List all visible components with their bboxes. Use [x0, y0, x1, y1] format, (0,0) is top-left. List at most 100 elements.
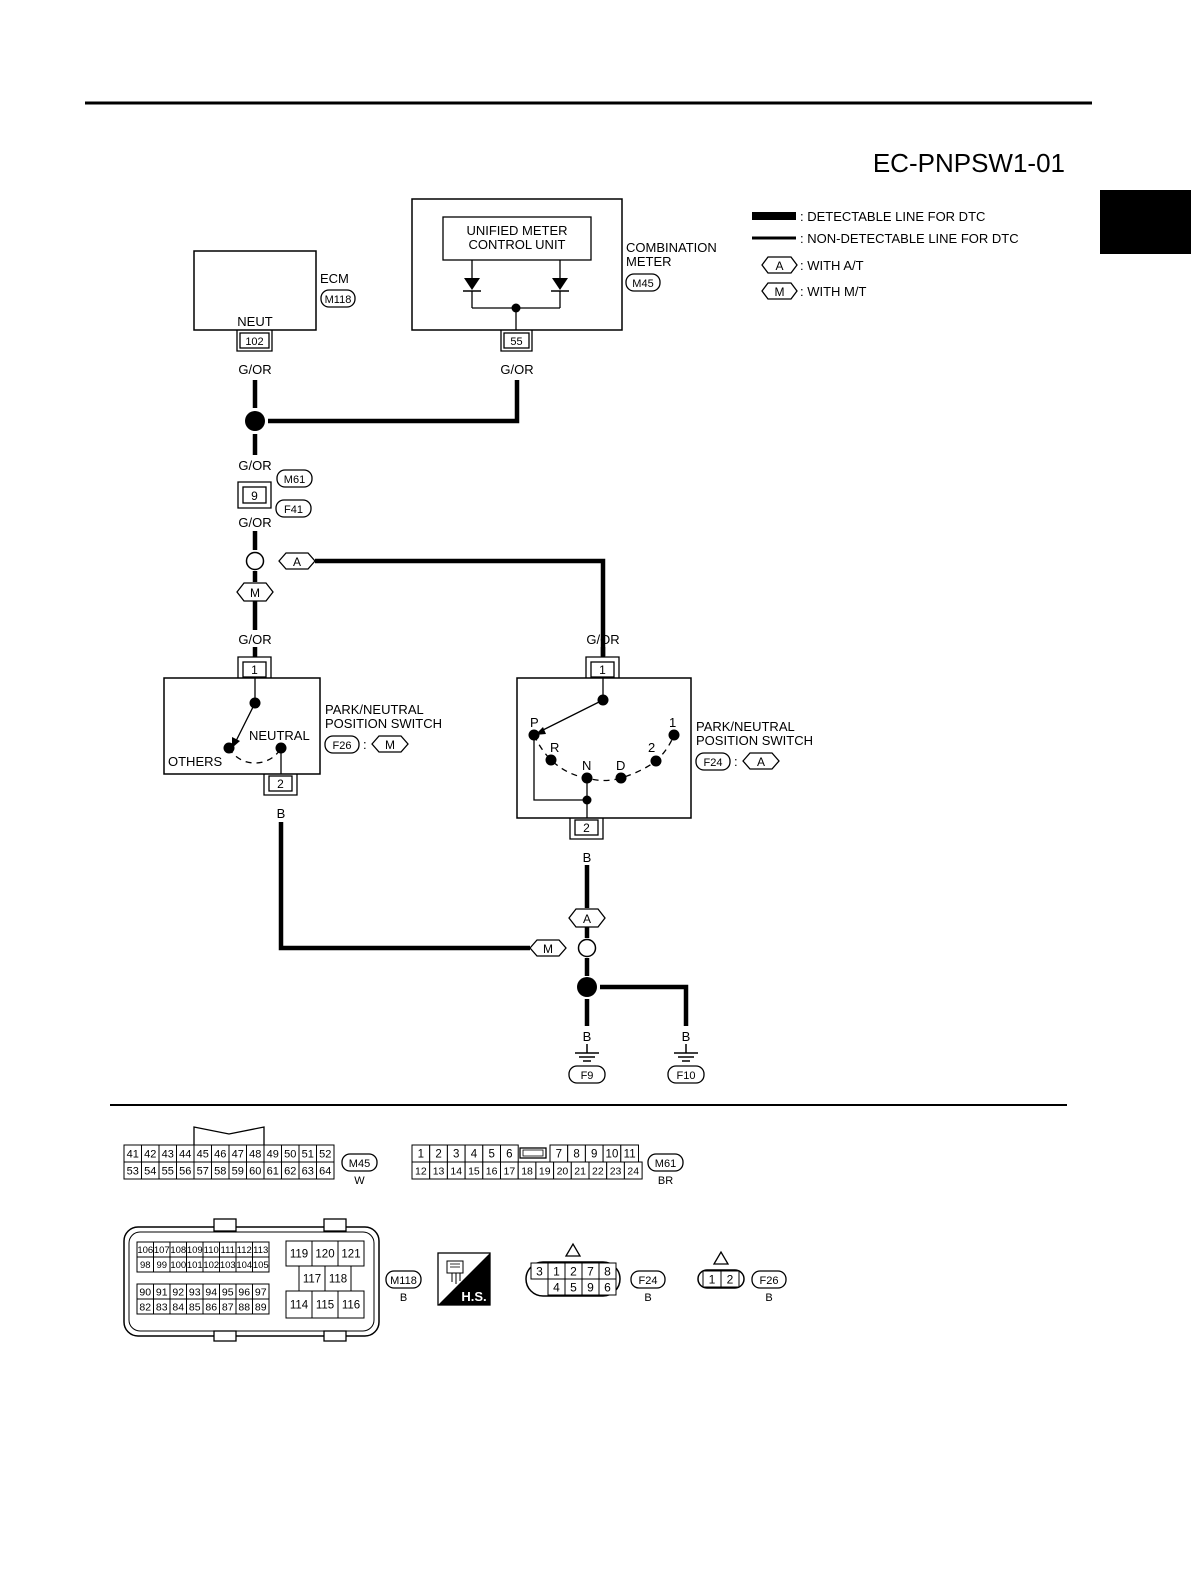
connector-pin-label: 17 — [504, 1165, 516, 1177]
connector-pin-label: 8 — [573, 1149, 579, 1161]
mt-terminal-out-number: 2 — [277, 777, 284, 791]
connector-pin-label: 46 — [214, 1148, 226, 1160]
connector-pin-label: 104 — [236, 1260, 252, 1271]
connector-pin-label: 102 — [203, 1260, 219, 1271]
at-switch-name-1: PARK/NEUTRAL — [696, 719, 795, 734]
f26-id-text: F26 — [760, 1275, 779, 1287]
connector-pin-label: 3 — [453, 1149, 459, 1161]
connector-pin-label: 9 — [587, 1280, 594, 1294]
connector-pin-label: 105 — [253, 1260, 269, 1271]
connector-pin-label: 1 — [553, 1264, 560, 1278]
connector-pin-label: 120 — [315, 1249, 334, 1261]
meter-connector-text: M45 — [632, 278, 653, 290]
mt-switch-variant-text: M — [385, 738, 395, 752]
mt-switch-name-2: POSITION SWITCH — [325, 716, 442, 731]
connector-pin-label: 94 — [205, 1286, 217, 1298]
at-terminal-out-number: 2 — [583, 821, 590, 835]
section-tab — [1100, 190, 1191, 254]
meter-name-2: METER — [626, 254, 672, 269]
mt-switch-connector-tag — [324, 735, 360, 754]
joint-connector: G/OR M61 9 F41 G/OR — [237, 458, 313, 530]
ecm-box — [193, 250, 317, 331]
mt-park-neutral-switch: G/OR 1 NEUTRAL OTHERS 2 B PARK/NEUTRAL P… — [163, 632, 442, 821]
connector-pin-label: 97 — [255, 1286, 267, 1298]
connector-pin-label: 59 — [232, 1165, 244, 1177]
at-pos-2-label: 2 — [648, 740, 655, 755]
mt-terminal-in-box — [242, 661, 267, 678]
meter-name-1: COMBINATION — [626, 240, 717, 255]
connector-pin-label: 18 — [521, 1165, 533, 1177]
joint-lower-connector-tag — [275, 499, 312, 518]
meter-box — [411, 198, 623, 331]
connector-pin-label: 85 — [189, 1301, 201, 1313]
connector-pin-label: 64 — [319, 1165, 331, 1177]
wire-color-joint-below: G/OR — [238, 515, 271, 530]
connector-pin-label: 89 — [255, 1301, 267, 1313]
mt-switch-name-1: PARK/NEUTRAL — [325, 702, 424, 717]
connector-pin-label: 49 — [267, 1148, 279, 1160]
meter-terminal-number: 55 — [510, 336, 522, 348]
at-switch-connector-tag — [695, 752, 731, 771]
connector-pin-label: 103 — [220, 1260, 236, 1271]
mt-variant-tag — [529, 939, 567, 957]
connector-pin-label: 4 — [471, 1149, 478, 1161]
wire-color-at-out: B — [583, 850, 592, 865]
ecm-terminal-name: NEUT — [237, 314, 272, 329]
m45-id-text: M45 — [349, 1158, 370, 1170]
harness-side-icon: H.S. — [437, 1252, 491, 1306]
ground-icon — [674, 1052, 698, 1062]
mt-neutral-label: NEUTRAL — [249, 728, 310, 743]
connector-pin-label: 98 — [140, 1260, 151, 1271]
at-terminal-in-box — [590, 661, 615, 678]
legend-mt-tag — [761, 282, 798, 300]
legend-mt-tag-text: M — [775, 285, 785, 299]
connector-pin-label: 24 — [627, 1165, 639, 1177]
at-pos-d-contact — [615, 772, 627, 784]
connector-pin-label: 7 — [556, 1149, 562, 1161]
connector-pin-label: 13 — [433, 1165, 445, 1177]
at-pos-d-label: D — [616, 758, 625, 773]
mt-variant-tag — [236, 582, 274, 602]
connector-pin-label: 95 — [222, 1286, 234, 1298]
mt-switch-box — [163, 677, 321, 775]
at-pos-p-label: P — [530, 715, 539, 730]
at-variant-tag-text: A — [583, 912, 591, 926]
connector-pin-cell — [316, 1161, 335, 1180]
ground-f10-text: F10 — [677, 1070, 696, 1082]
joint-terminal-box — [242, 486, 267, 504]
joint-upper-connector-tag — [276, 469, 313, 488]
unified-meter-unit-box — [442, 216, 592, 261]
connector-pin-cell — [285, 1240, 313, 1267]
connector-pin-label: 5 — [488, 1149, 494, 1161]
diode-icon — [551, 260, 569, 308]
wire-color-at-in: G/OR — [586, 632, 619, 647]
connector-pin-label: 100 — [170, 1260, 186, 1271]
unified-meter-label-2: CONTROL UNIT — [468, 237, 565, 252]
connector-pin-label: 83 — [156, 1301, 168, 1313]
connector-pin-label: 52 — [319, 1148, 331, 1160]
at-switch-variant-tag — [742, 752, 780, 770]
connector-pin-label: 43 — [162, 1148, 174, 1160]
connector-pin-label: 90 — [139, 1286, 151, 1298]
connector-pin-label: 22 — [592, 1165, 604, 1177]
connector-pin-label: 2 — [435, 1149, 441, 1161]
connector-pin-label: 93 — [189, 1286, 201, 1298]
connector-pin-label: 119 — [290, 1249, 308, 1261]
connector-pin-label: 14 — [450, 1165, 462, 1177]
connector-pin-label: 86 — [205, 1301, 217, 1313]
connector-pin-label: 61 — [267, 1165, 279, 1177]
mt-variant-tag-text: M — [250, 586, 260, 600]
connector-pin-label: 9 — [591, 1149, 597, 1161]
connector-pin-label: 51 — [302, 1148, 314, 1160]
ecm-unit: ECM M118 NEUT 102 G/OR — [193, 250, 356, 377]
connector-pin-label: 91 — [156, 1286, 168, 1298]
at-terminal-in-number: 1 — [599, 663, 606, 677]
connector-pin-label: 57 — [197, 1165, 209, 1177]
connector-pin-label: 50 — [284, 1148, 296, 1160]
m45-color-text: W — [354, 1175, 365, 1187]
connector-pin-label: 58 — [214, 1165, 226, 1177]
